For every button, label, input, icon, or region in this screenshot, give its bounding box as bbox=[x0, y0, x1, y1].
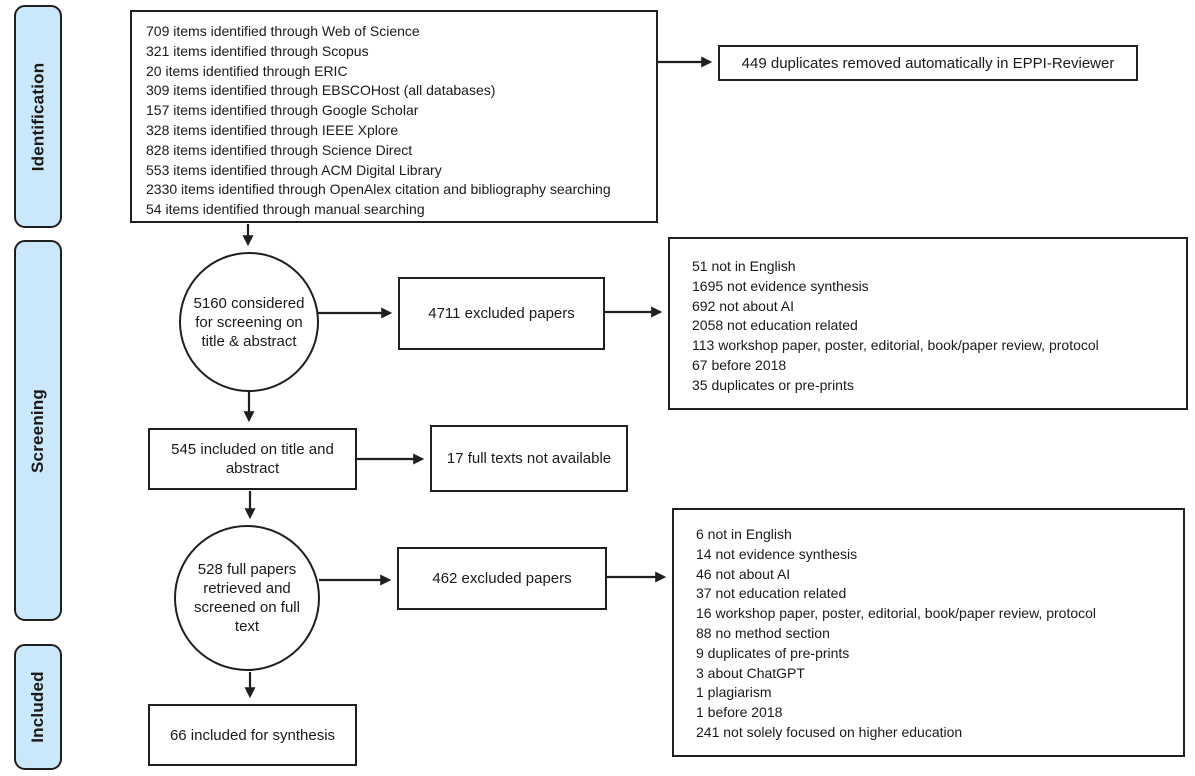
full-text-pool-text: 528 full papers retrieved and screened o… bbox=[194, 561, 300, 635]
text-line: 692 not about AI bbox=[692, 297, 794, 314]
stage-label-screening-text: Screening bbox=[28, 388, 47, 473]
box-exclusion-reasons-full-text: 6 not in English 14 not evidence synthesi… bbox=[672, 508, 1185, 757]
box-included-synthesis: 66 included for synthesis bbox=[148, 704, 357, 766]
text-line: 241 not solely focused on higher educati… bbox=[696, 723, 963, 740]
text-line: 709 items identified through Web of Scie… bbox=[146, 23, 420, 39]
text-line: 88 no method section bbox=[696, 624, 830, 641]
text-line: 51 not in English bbox=[692, 258, 796, 274]
text-line: 1 before 2018 bbox=[696, 704, 783, 721]
text-line: 54 items identified through manual searc… bbox=[146, 201, 425, 218]
box-exclusion-reasons-title-abstract: 51 not in English 1695 not evidence synth… bbox=[668, 237, 1188, 410]
text-line: 309 items identified through EBSCOHost (… bbox=[146, 82, 496, 99]
included-synthesis-text: 66 included for synthesis bbox=[169, 726, 336, 744]
stage-label-identification: Identification bbox=[14, 5, 62, 228]
text-line: 6 not in English bbox=[696, 526, 792, 542]
text-line: 321 items identified through Scopus bbox=[146, 42, 369, 59]
text-line: 67 before 2018 bbox=[692, 356, 787, 373]
text-line: 2330 items identified through OpenAlex c… bbox=[146, 181, 611, 198]
circle-title-abstract-pool: 5160 considered for screening on title &… bbox=[179, 252, 319, 392]
title-abstract-pool-text: 5160 considered for screening on title &… bbox=[193, 294, 305, 350]
text-line: 37 not education related bbox=[696, 585, 847, 602]
text-line: 157 items identified through Google Scho… bbox=[146, 102, 419, 119]
text-line: 1695 not evidence synthesis bbox=[692, 277, 869, 294]
text-line: 2058 not education related bbox=[692, 317, 858, 334]
text-line: 16 workshop paper, poster, editorial, bo… bbox=[696, 605, 1097, 622]
excluded-full-text-text: 462 excluded papers bbox=[432, 570, 572, 587]
stage-label-included-text: Included bbox=[28, 671, 47, 743]
circle-full-text-pool: 528 full papers retrieved and screened o… bbox=[174, 525, 320, 671]
text-line: 3 about ChatGPT bbox=[696, 664, 805, 681]
box-excluded-full-text: 462 excluded papers bbox=[397, 547, 607, 610]
box-duplicates-removed: 449 duplicates removed automatically in … bbox=[718, 45, 1138, 81]
text-line: 553 items identified through ACM Digital… bbox=[146, 161, 442, 178]
stage-label-screening: Screening bbox=[14, 240, 62, 621]
text-line: 9 duplicates of pre-prints bbox=[696, 644, 850, 661]
full-texts-unavailable-text: 17 full texts not available bbox=[446, 450, 612, 467]
box-included-title-abstract: 545 included on title and abstract bbox=[148, 428, 357, 490]
text-line: 46 not about AI bbox=[696, 565, 791, 582]
box-identified-sources: 709 items identified through Web of Scie… bbox=[130, 10, 658, 223]
text-line: 113 workshop paper, poster, editorial, b… bbox=[692, 337, 1099, 354]
stage-label-identification-text: Identification bbox=[28, 62, 48, 171]
included-title-abstract-text: 545 included on title and abstract bbox=[171, 441, 334, 477]
box-excluded-title-abstract: 4711 excluded papers bbox=[398, 277, 605, 350]
box-full-texts-unavailable: 17 full texts not available bbox=[430, 425, 628, 492]
text-line: 1 plagiarism bbox=[696, 684, 772, 701]
text-line: 35 duplicates or pre-prints bbox=[692, 376, 854, 393]
text-line: 14 not evidence synthesis bbox=[696, 545, 858, 562]
stage-label-included: Included bbox=[14, 644, 62, 770]
text-line: 828 items identified through Science Dir… bbox=[146, 141, 413, 158]
excluded-title-abstract-text: 4711 excluded papers bbox=[428, 305, 575, 322]
text-line: 328 items identified through IEEE Xplore bbox=[146, 121, 399, 138]
duplicates-removed-text: 449 duplicates removed automatically in … bbox=[741, 54, 1115, 72]
text-line: 20 items identified through ERIC bbox=[146, 62, 348, 79]
